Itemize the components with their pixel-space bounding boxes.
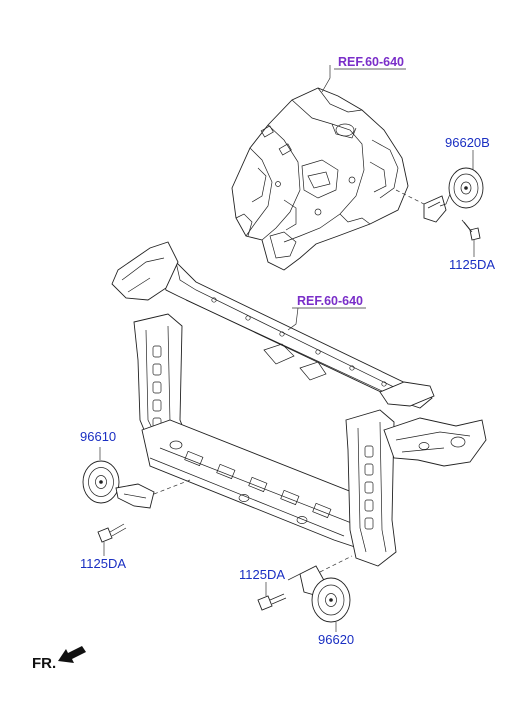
arrow-down-left-icon — [58, 646, 86, 663]
part-label-1125da-top[interactable]: 1125DA — [449, 257, 495, 272]
bolt-1125da-left[interactable] — [97, 523, 127, 543]
part-label-1125da-left[interactable]: 1125DA — [80, 556, 126, 571]
leader-1125da-to-horn — [287, 573, 301, 581]
front-end-carrier — [111, 241, 487, 567]
leader-ref-top — [321, 65, 331, 93]
bolt-1125da-bottom[interactable] — [257, 593, 287, 611]
fender-apron-assembly — [231, 87, 429, 271]
horn-96620b[interactable] — [423, 167, 484, 223]
part-label-96620b[interactable]: 96620B — [445, 135, 490, 150]
front-direction-label: FR. — [32, 655, 56, 672]
part-label-96620[interactable]: 96620 — [318, 632, 354, 647]
part-label-96610[interactable]: 96610 — [80, 429, 116, 444]
ref-label-top[interactable]: REF.60-640 — [338, 55, 404, 69]
part-label-1125da-bottom[interactable]: 1125DA — [239, 567, 285, 582]
horn-96620[interactable] — [299, 555, 353, 623]
ref-label-mid[interactable]: REF.60-640 — [297, 294, 363, 308]
horn-96610[interactable] — [82, 460, 191, 509]
leader-ref-mid — [287, 307, 299, 331]
bolt-1125da-top-right[interactable] — [461, 219, 481, 241]
